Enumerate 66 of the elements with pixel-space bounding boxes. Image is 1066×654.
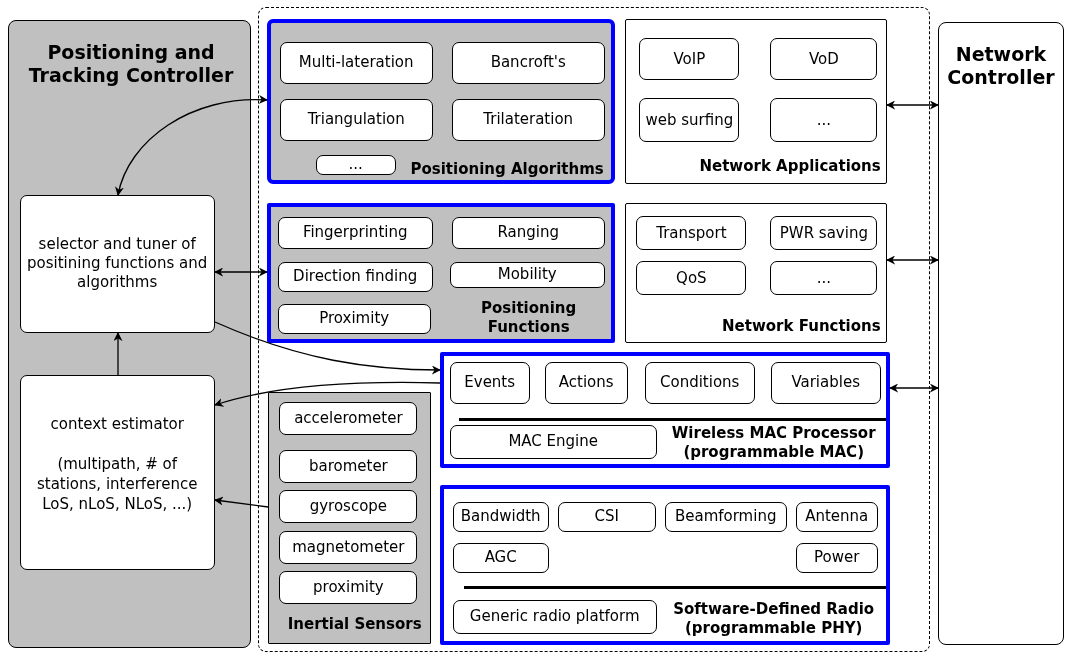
component-tag: Triangulation	[279, 98, 433, 141]
component-tag: PWR saving	[770, 216, 878, 251]
group-panel	[439, 351, 890, 468]
component-tag: Power	[795, 542, 878, 573]
controller-panel: Network Controller	[938, 22, 1064, 645]
component-tag: barometer	[279, 450, 418, 484]
arrow	[214, 321, 441, 375]
arrow	[886, 255, 939, 265]
component-tag: ...	[770, 98, 878, 143]
component-tag: ...	[770, 261, 878, 296]
panel-heading: context estimator	[50, 413, 184, 434]
group-title: Software-Defined Radio (programmable PHY)	[672, 599, 876, 638]
component-tag: accelerometer	[279, 402, 418, 436]
group-title: Positioning Algorithms	[409, 159, 604, 179]
component-tag: Bandwidth	[452, 501, 549, 532]
group-panel	[266, 202, 615, 343]
component-tag: CSI	[557, 501, 656, 532]
component-tag: Multi-lateration	[279, 41, 433, 84]
component-tag: Direction finding	[277, 261, 433, 292]
component-tag: Conditions	[644, 361, 755, 404]
component-tag: VoD	[770, 38, 878, 81]
component-tag: Events	[449, 361, 530, 404]
component-tag: magnetometer	[279, 531, 418, 565]
group-panel	[624, 18, 887, 184]
panel-text: (multipath, # of stations, interference LoS, nLoS, NLoS, ...)	[35, 453, 199, 514]
arrow	[115, 95, 268, 196]
group-panel	[266, 18, 615, 184]
component-tag: Transport	[636, 216, 747, 251]
component-tag: MAC Engine	[449, 424, 657, 459]
component-tag: ...	[315, 154, 396, 175]
arrow	[214, 381, 441, 407]
component-tag: Proximity	[277, 303, 431, 334]
component-tag: VoIP	[639, 38, 740, 81]
component-tag: proximity	[279, 571, 418, 605]
component-tag: Antenna	[795, 501, 878, 532]
group-panel	[8, 20, 251, 648]
arrow	[889, 383, 939, 393]
arrow	[113, 332, 123, 376]
component-tag: Mobility	[449, 261, 605, 288]
selector-panel: selector and tuner of positining functions and algorithms	[19, 194, 215, 333]
group-title: Positioning Functions	[480, 298, 578, 337]
component-tag: Ranging	[451, 216, 605, 249]
arrow	[886, 100, 939, 110]
component-tag: AGC	[452, 542, 549, 573]
arrow	[214, 267, 268, 277]
arrow	[214, 496, 269, 508]
component-tag: Fingerprinting	[277, 216, 433, 249]
component-tag: Generic radio platform	[452, 599, 657, 634]
group-panel	[267, 391, 431, 644]
component-tag: QoS	[636, 261, 747, 296]
group-title: Inertial Sensors	[286, 614, 423, 634]
group-title: Network Functions	[721, 316, 881, 336]
component-tag: web surfing	[639, 98, 740, 143]
group-panel	[624, 202, 887, 343]
group-title: Network Applications	[698, 156, 881, 176]
group-title: Positioning and Tracking Controller	[27, 41, 235, 87]
dashed-frame	[258, 7, 930, 652]
component-tag: Beamforming	[664, 501, 787, 532]
component-tag: Bancroft's	[451, 41, 605, 84]
group-panel	[439, 484, 890, 645]
component-tag: Trilateration	[451, 98, 605, 141]
component-tag: gyroscope	[279, 490, 418, 524]
component-tag: Variables	[770, 361, 881, 404]
component-tag: Actions	[544, 361, 628, 404]
group-title: Wireless MAC Processor (programmable MAC)	[670, 423, 877, 462]
estimator-panel	[19, 374, 215, 570]
